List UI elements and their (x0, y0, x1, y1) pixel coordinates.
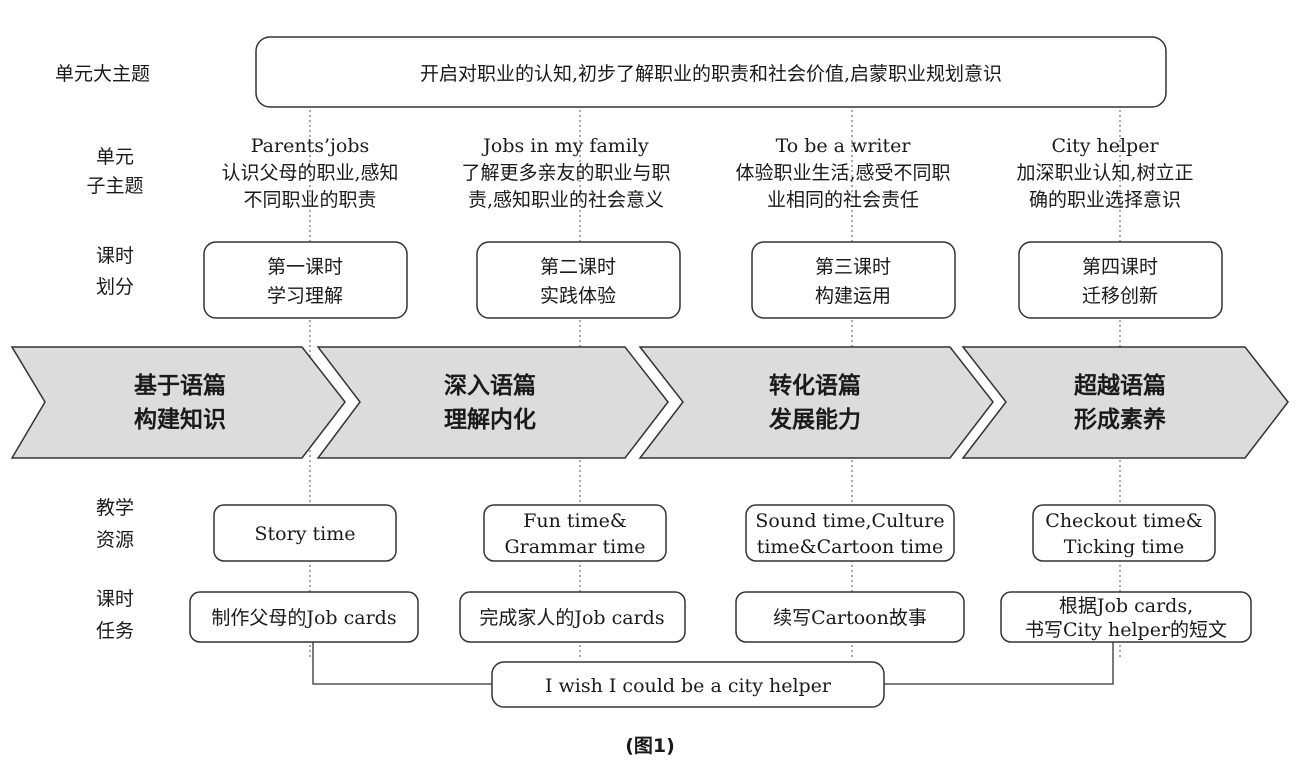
task-box-frame (1000, 591, 1252, 643)
lesson-box-3: 第三课时 构建运用 (751, 241, 956, 319)
unit-theme-text: 开启对职业的认知,初步了解职业的职责和社会价值,启蒙职业规划意识 (420, 63, 1002, 85)
lesson-type: 学习理解 (267, 285, 343, 307)
resource-box-4: Checkout time& Ticking time (1032, 504, 1216, 562)
task-line1: 完成家人的Job cards (479, 607, 664, 629)
resource-box-frame (483, 504, 667, 562)
sub-theme-title: Parents’jobs (251, 135, 370, 157)
unit-theme-box (255, 36, 1167, 108)
task-line1: 制作父母的Job cards (211, 607, 396, 629)
stage-1-line2: 构建知识 (134, 406, 226, 433)
resource-line2: Grammar time (504, 536, 645, 558)
task-line2: 书写City helper的短文 (1025, 619, 1227, 641)
sub-theme-desc-line2: 责,感知职业的社会意义 (468, 189, 664, 211)
sub-theme-desc-line2: 业相同的社会责任 (767, 189, 919, 211)
sub-theme-desc-line2: 不同职业的职责 (243, 189, 376, 211)
lesson-number: 第二课时 (540, 256, 616, 278)
stage-labels: 基于语篇 构建知识 深入语篇 理解内化 转化语篇 发展能力 超越语篇 形成素养 (134, 372, 1166, 433)
resource-box-2: Fun time& Grammar time (483, 504, 667, 562)
sub-theme-desc-line2: 确的职业选择意识 (1029, 189, 1181, 211)
lesson-box-4: 第四课时 迁移创新 (1018, 241, 1223, 319)
task-box-1: 制作父母的Job cards (189, 591, 419, 643)
resource-box-3: Sound time,Culture time&Cartoon time (745, 504, 955, 562)
resource-line1: Story time (255, 523, 356, 545)
sub-theme-desc-line1: 了解更多亲友的职业与职 (461, 162, 670, 184)
sub-theme-desc-line1: 认识父母的职业,感知 (221, 162, 398, 184)
lesson-box-frame (476, 241, 681, 319)
resource-label-line2: 资源 (96, 529, 134, 551)
sub-theme-label-line2: 子主题 (86, 175, 143, 197)
resource-box-frame (745, 504, 955, 562)
task-box-frame (735, 591, 965, 643)
stage-chevron-2 (316, 346, 669, 459)
stage-4-line2: 形成素养 (1074, 406, 1166, 433)
task-box-4: 根据Job cards, 书写City helper的短文 (1000, 591, 1252, 643)
sub-theme-title: Jobs in my family (481, 135, 649, 157)
final-task-text: I wish I could be a city helper (545, 675, 832, 697)
lesson-box-frame (203, 241, 408, 319)
lesson-label-line2: 划分 (96, 276, 134, 298)
task-box-3: 续写Cartoon故事 (735, 591, 965, 643)
lesson-type: 实践体验 (540, 285, 616, 307)
task-label-line1: 课时 (96, 588, 134, 610)
lesson-number: 第三课时 (815, 256, 891, 278)
task-box-frame (459, 591, 686, 643)
lesson-box-frame (751, 241, 956, 319)
resource-line2: time&Cartoon time (757, 536, 944, 558)
sub-theme-2: Jobs in my family 了解更多亲友的职业与职 责,感知职业的社会意… (461, 135, 670, 211)
task-box-frame (189, 591, 419, 643)
unit-theme-label: 单元大主题 (55, 63, 150, 85)
sub-theme-4: City helper 加深职业认知,树立正 确的职业选择意识 (1016, 135, 1193, 211)
lesson-type: 迁移创新 (1082, 285, 1158, 307)
task-label-line2: 任务 (96, 620, 134, 642)
sub-theme-title: City helper (1051, 135, 1159, 157)
sub-theme-title: To be a writer (776, 135, 912, 157)
task-line1: 续写Cartoon故事 (773, 607, 927, 629)
connector-right (884, 642, 1114, 685)
sub-theme-desc-line1: 体验职业生活,感受不同职 (735, 162, 950, 184)
stage-chevron-4 (961, 346, 1289, 459)
figure-caption: (图1) (625, 735, 675, 757)
lesson-box-1: 第一课时 学习理解 (203, 241, 408, 319)
final-task-box (491, 661, 885, 708)
stage-2-line2: 理解内化 (444, 406, 536, 433)
stage-3-line2: 发展能力 (768, 406, 861, 433)
stage-chevron-1 (10, 346, 346, 459)
lesson-type: 构建运用 (815, 285, 891, 307)
stage-chevron-3 (638, 346, 994, 459)
sub-theme-desc-line1: 加深职业认知,树立正 (1016, 162, 1193, 184)
task-box-2: 完成家人的Job cards (459, 591, 686, 643)
stage-3-line1: 转化语篇 (769, 372, 861, 399)
stage-2-line1: 深入语篇 (444, 372, 536, 399)
lesson-number: 第四课时 (1082, 256, 1158, 278)
resource-box-frame (213, 504, 397, 562)
sub-theme-1: Parents’jobs 认识父母的职业,感知 不同职业的职责 (221, 135, 398, 211)
lesson-number: 第一课时 (267, 256, 343, 278)
stage-4-line1: 超越语篇 (1074, 372, 1166, 399)
lesson-label-line1: 课时 (96, 245, 134, 267)
sub-theme-3: To be a writer 体验职业生活,感受不同职 业相同的社会责任 (735, 135, 950, 211)
resource-line1: Sound time,Culture (755, 510, 944, 532)
task-line1: 根据Job cards, (1059, 595, 1193, 617)
connector-left (312, 642, 492, 685)
resource-line1: Fun time& (523, 510, 627, 532)
stage-1-line1: 基于语篇 (134, 372, 226, 399)
resource-line2: Ticking time (1064, 536, 1184, 558)
sub-theme-label-line1: 单元 (96, 146, 134, 168)
resource-box-1: Story time (213, 504, 397, 562)
resource-label-line1: 教学 (96, 497, 134, 519)
resource-box-frame (1032, 504, 1216, 562)
stage-chevrons (10, 346, 1289, 459)
lesson-box-2: 第二课时 实践体验 (476, 241, 681, 319)
resource-line1: Checkout time& (1045, 510, 1202, 532)
lesson-box-frame (1018, 241, 1223, 319)
